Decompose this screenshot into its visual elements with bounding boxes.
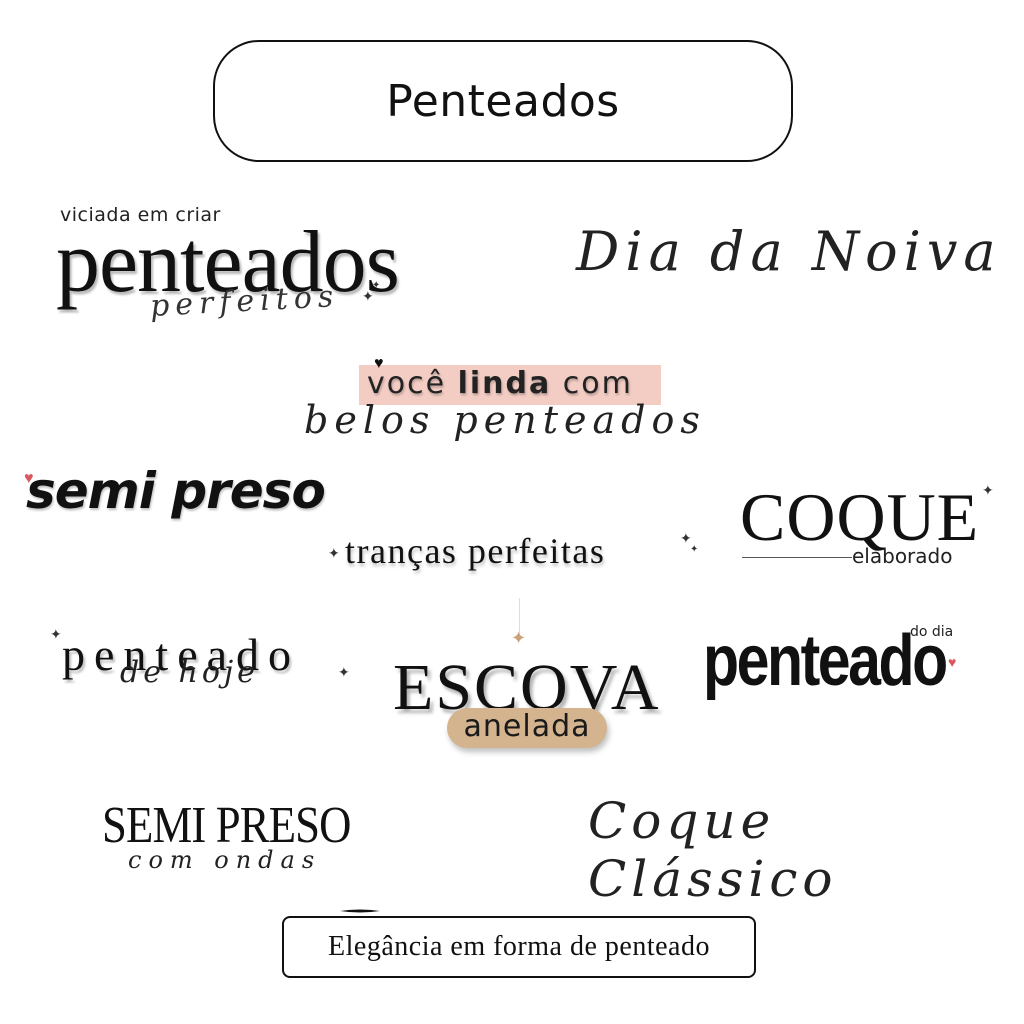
title-box: Penteados <box>213 40 793 162</box>
text-dia-da-noiva: Dia da Noiva <box>576 220 1002 283</box>
highlight-band <box>359 365 661 405</box>
pill-background <box>447 708 607 748</box>
sparkle-icon: ✦ <box>680 530 692 546</box>
sparkle-icon: ✦ <box>372 280 381 291</box>
sparkle-icon: ✦ <box>511 628 527 648</box>
divider-line <box>742 557 852 558</box>
sparkle-icon: ✦ <box>982 482 994 498</box>
text-linda: linda <box>457 366 552 401</box>
text-penteados: penteados <box>56 214 400 311</box>
text-do-dia: do dia <box>910 624 954 640</box>
text-de-hoje: de hoje <box>120 655 259 690</box>
text-com-ondas: com ondas <box>128 846 322 874</box>
footer-text: Elegância em forma de penteado <box>328 931 710 962</box>
sparkle-icon: ✦ <box>338 664 350 680</box>
text-coque-classico: Coque Clássico <box>588 792 838 908</box>
text-penteado: penteado <box>62 629 301 680</box>
text-viciada: viciada em criar <box>60 204 221 226</box>
heart-icon: ♥ <box>948 654 957 670</box>
sparkle-icon: ✦ <box>362 288 374 304</box>
text-semi-preso-caps: SEMI PRESO <box>102 797 351 854</box>
text-elaborado: elaborado <box>852 544 953 568</box>
text-anelada: anelada <box>463 709 591 744</box>
heart-icon: ♥ <box>24 470 34 487</box>
text-semi-preso: semi preso <box>26 462 326 520</box>
text-com: com <box>551 366 633 401</box>
sparkle-icon: ✦ <box>328 545 340 561</box>
page-title: Penteados <box>386 75 620 127</box>
divider-line <box>519 598 520 640</box>
text-belos-penteados: belos penteados <box>304 398 706 442</box>
sparkle-icon: ✦ <box>690 544 699 555</box>
text-trancas-perfeitas: tranças perfeitas <box>345 531 606 571</box>
heart-icon: ♥ <box>374 355 384 372</box>
flourish-icon <box>340 909 380 913</box>
text-penteado-do-dia: penteado <box>703 621 948 701</box>
footer-box: Elegância em forma de penteado <box>282 916 756 978</box>
text-coque: COQUE <box>740 479 980 555</box>
sparkle-icon: ✦ <box>50 626 62 642</box>
text-voce: você <box>367 366 458 401</box>
text-voce-linda-com: você linda com <box>367 366 633 401</box>
